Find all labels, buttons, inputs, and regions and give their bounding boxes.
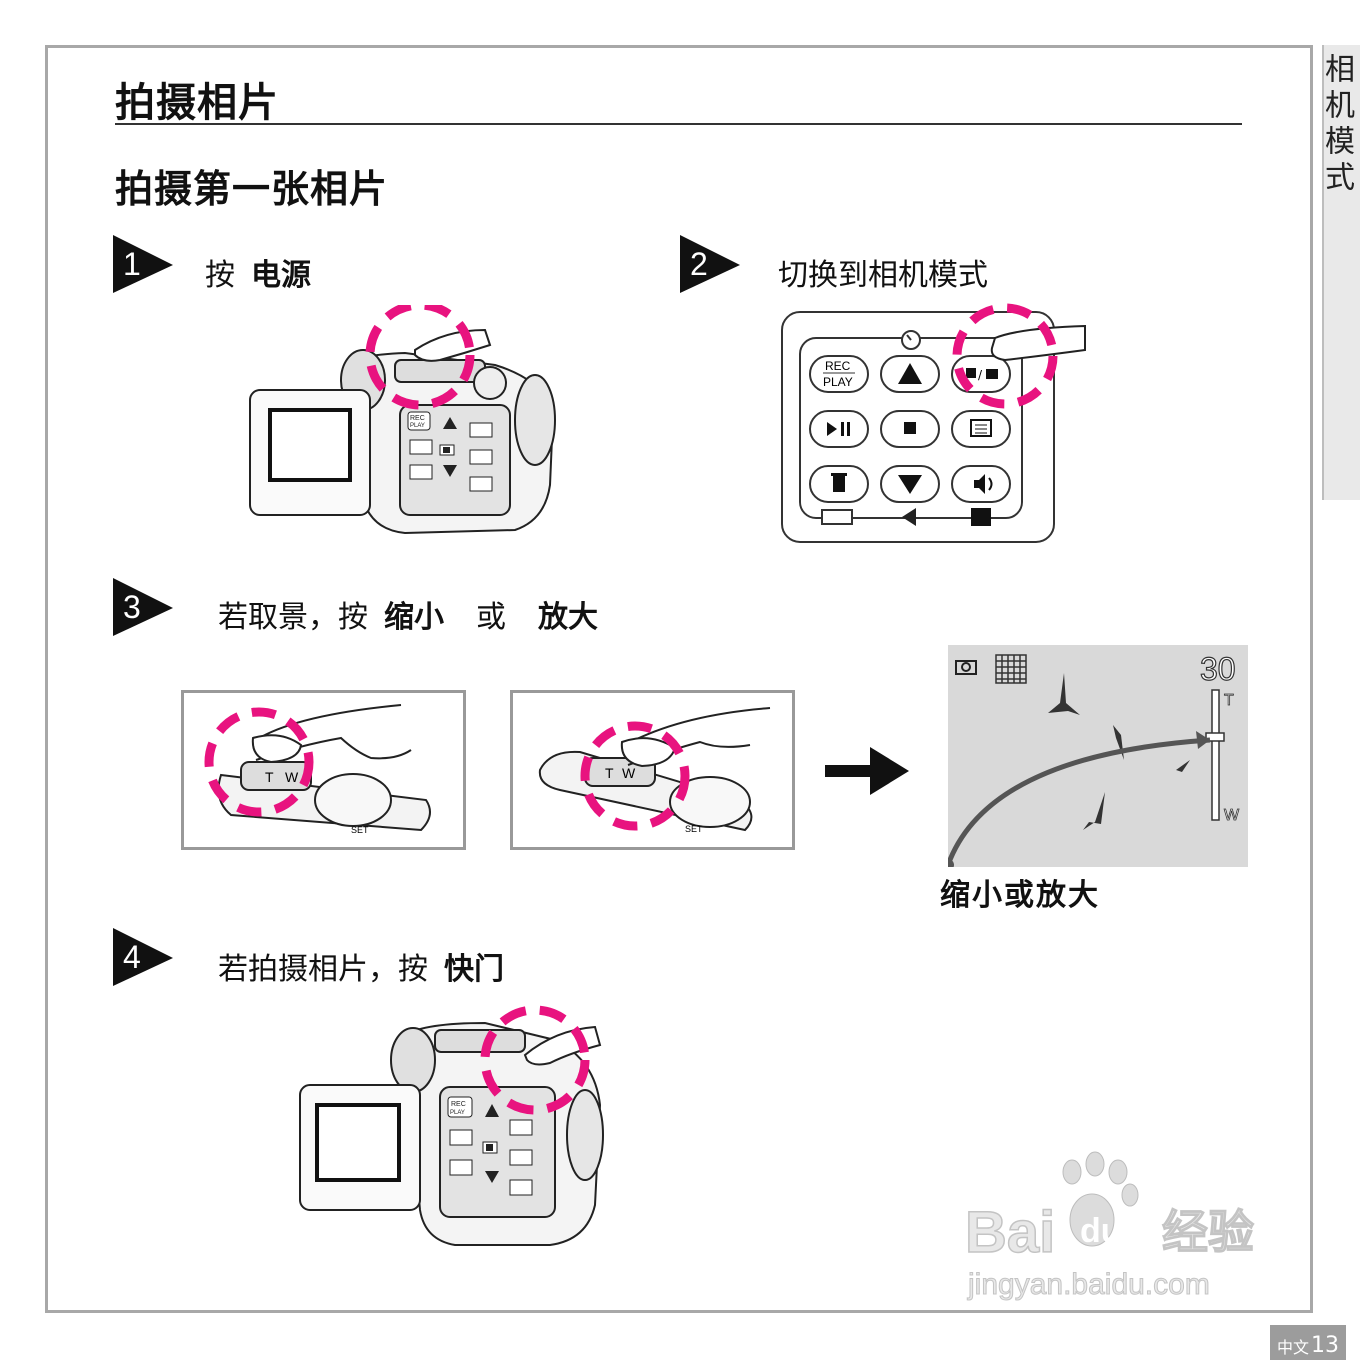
page-language: 中文 xyxy=(1276,1338,1309,1357)
step-2-marker: 2 xyxy=(680,235,740,293)
camera-rec-label: REC xyxy=(410,415,425,422)
step-3-prefix: 若取景，按 xyxy=(218,600,368,635)
page-number-badge: 中文 13 xyxy=(1270,1325,1346,1360)
up-arrow-icon xyxy=(898,363,922,384)
camera-shutter-illustration: REC PLAY xyxy=(299,1005,604,1246)
step-3-marker: 3 xyxy=(113,578,173,636)
play-pause-button xyxy=(809,410,869,448)
camera4-rec-label: REC xyxy=(451,1101,466,1108)
step-4-text: 若拍摄相片，按快门 xyxy=(218,944,504,988)
camera-power-illustration: REC PLAY xyxy=(249,305,556,535)
page-frame xyxy=(45,45,1313,1313)
zoom-w-label: W xyxy=(285,769,299,785)
zoom-slider xyxy=(1205,732,1225,742)
watermark-url: jingyan.baidu.com xyxy=(967,1268,1210,1301)
watermark-brand: Bai xyxy=(965,1200,1055,1265)
step-1-text: 按电源 xyxy=(205,250,311,294)
camera-play-label: PLAY xyxy=(410,423,425,429)
trash-icon xyxy=(831,473,847,492)
rec-play-button xyxy=(809,355,869,393)
step-3-zoom-out: 缩小 xyxy=(384,600,444,635)
set-label: SET xyxy=(351,825,369,835)
page-title: 拍摄相片 xyxy=(115,80,279,126)
play-label: PLAY xyxy=(823,375,853,389)
shots-remaining: 30 xyxy=(1200,651,1236,687)
step-1-prefix: 按 xyxy=(205,258,235,293)
rec-label: REC xyxy=(825,359,851,373)
camera4-play-label: PLAY xyxy=(450,1110,465,1116)
stop-icon xyxy=(904,422,916,434)
paw-logo xyxy=(1062,1151,1139,1247)
lcd-w-label: W xyxy=(1224,807,1240,824)
baidu-watermark: Bai du 经验 jingyan.baidu.com xyxy=(964,1151,1255,1302)
set-label-2: SET xyxy=(685,824,703,834)
page-number: 13 xyxy=(1311,1333,1339,1358)
down-arrow-icon xyxy=(898,475,922,494)
grid-icon xyxy=(995,654,1027,684)
section-tab[interactable]: 相机模式 xyxy=(1319,45,1360,500)
step-4-number: 4 xyxy=(123,939,141,975)
result-arrow-icon xyxy=(825,747,909,795)
portrait-icon xyxy=(971,508,991,526)
zoom-caption: 缩小或放大 xyxy=(940,878,1100,913)
watermark-cn: 经验 xyxy=(1162,1205,1254,1259)
section-tab-label: 相机模式 xyxy=(1319,53,1354,197)
step-3-or: 或 xyxy=(476,600,506,635)
step-3-number: 3 xyxy=(123,589,141,625)
zoom-in-illustration: T W SET xyxy=(510,690,795,850)
step-3-text: 若取景，按缩小或放大 xyxy=(218,592,598,636)
step-1-marker: 1 xyxy=(113,235,173,293)
step-4-marker: 4 xyxy=(113,928,173,986)
section-subtitle: 拍摄第一张相片 xyxy=(115,167,389,211)
lcd-preview: 30 T W xyxy=(948,645,1248,867)
zoom-bar xyxy=(1211,689,1220,821)
step-2-number: 2 xyxy=(690,246,708,282)
step-4-prefix: 若拍摄相片，按 xyxy=(218,952,428,987)
camera-mode-icon xyxy=(955,660,977,675)
svg-text:/: / xyxy=(978,368,983,382)
zoom-t-label-2: T xyxy=(605,765,614,781)
watermark-brand2: du xyxy=(1080,1212,1122,1250)
step-1-number: 1 xyxy=(123,246,141,282)
zoom-out-illustration: T W SET xyxy=(181,690,466,850)
zoom-w-label-2: W xyxy=(622,765,636,781)
speaker-icon xyxy=(974,474,993,494)
control-panel-illustration: REC PLAY / xyxy=(781,303,1086,543)
step-1-button-name: 电源 xyxy=(251,258,311,293)
step-4-button-name: 快门 xyxy=(444,952,504,987)
display-icon xyxy=(821,509,853,525)
play-icon xyxy=(827,422,837,436)
step-2-text: 切换到相机模式 xyxy=(778,258,988,293)
lcd-t-label: T xyxy=(1224,692,1234,709)
camcorder-camera-icon: / xyxy=(966,368,998,382)
step-3-zoom-in: 放大 xyxy=(538,600,598,635)
menu-icon xyxy=(970,419,992,437)
title-divider xyxy=(115,123,1242,125)
zoom-t-label: T xyxy=(265,769,274,785)
back-icon xyxy=(902,508,916,526)
